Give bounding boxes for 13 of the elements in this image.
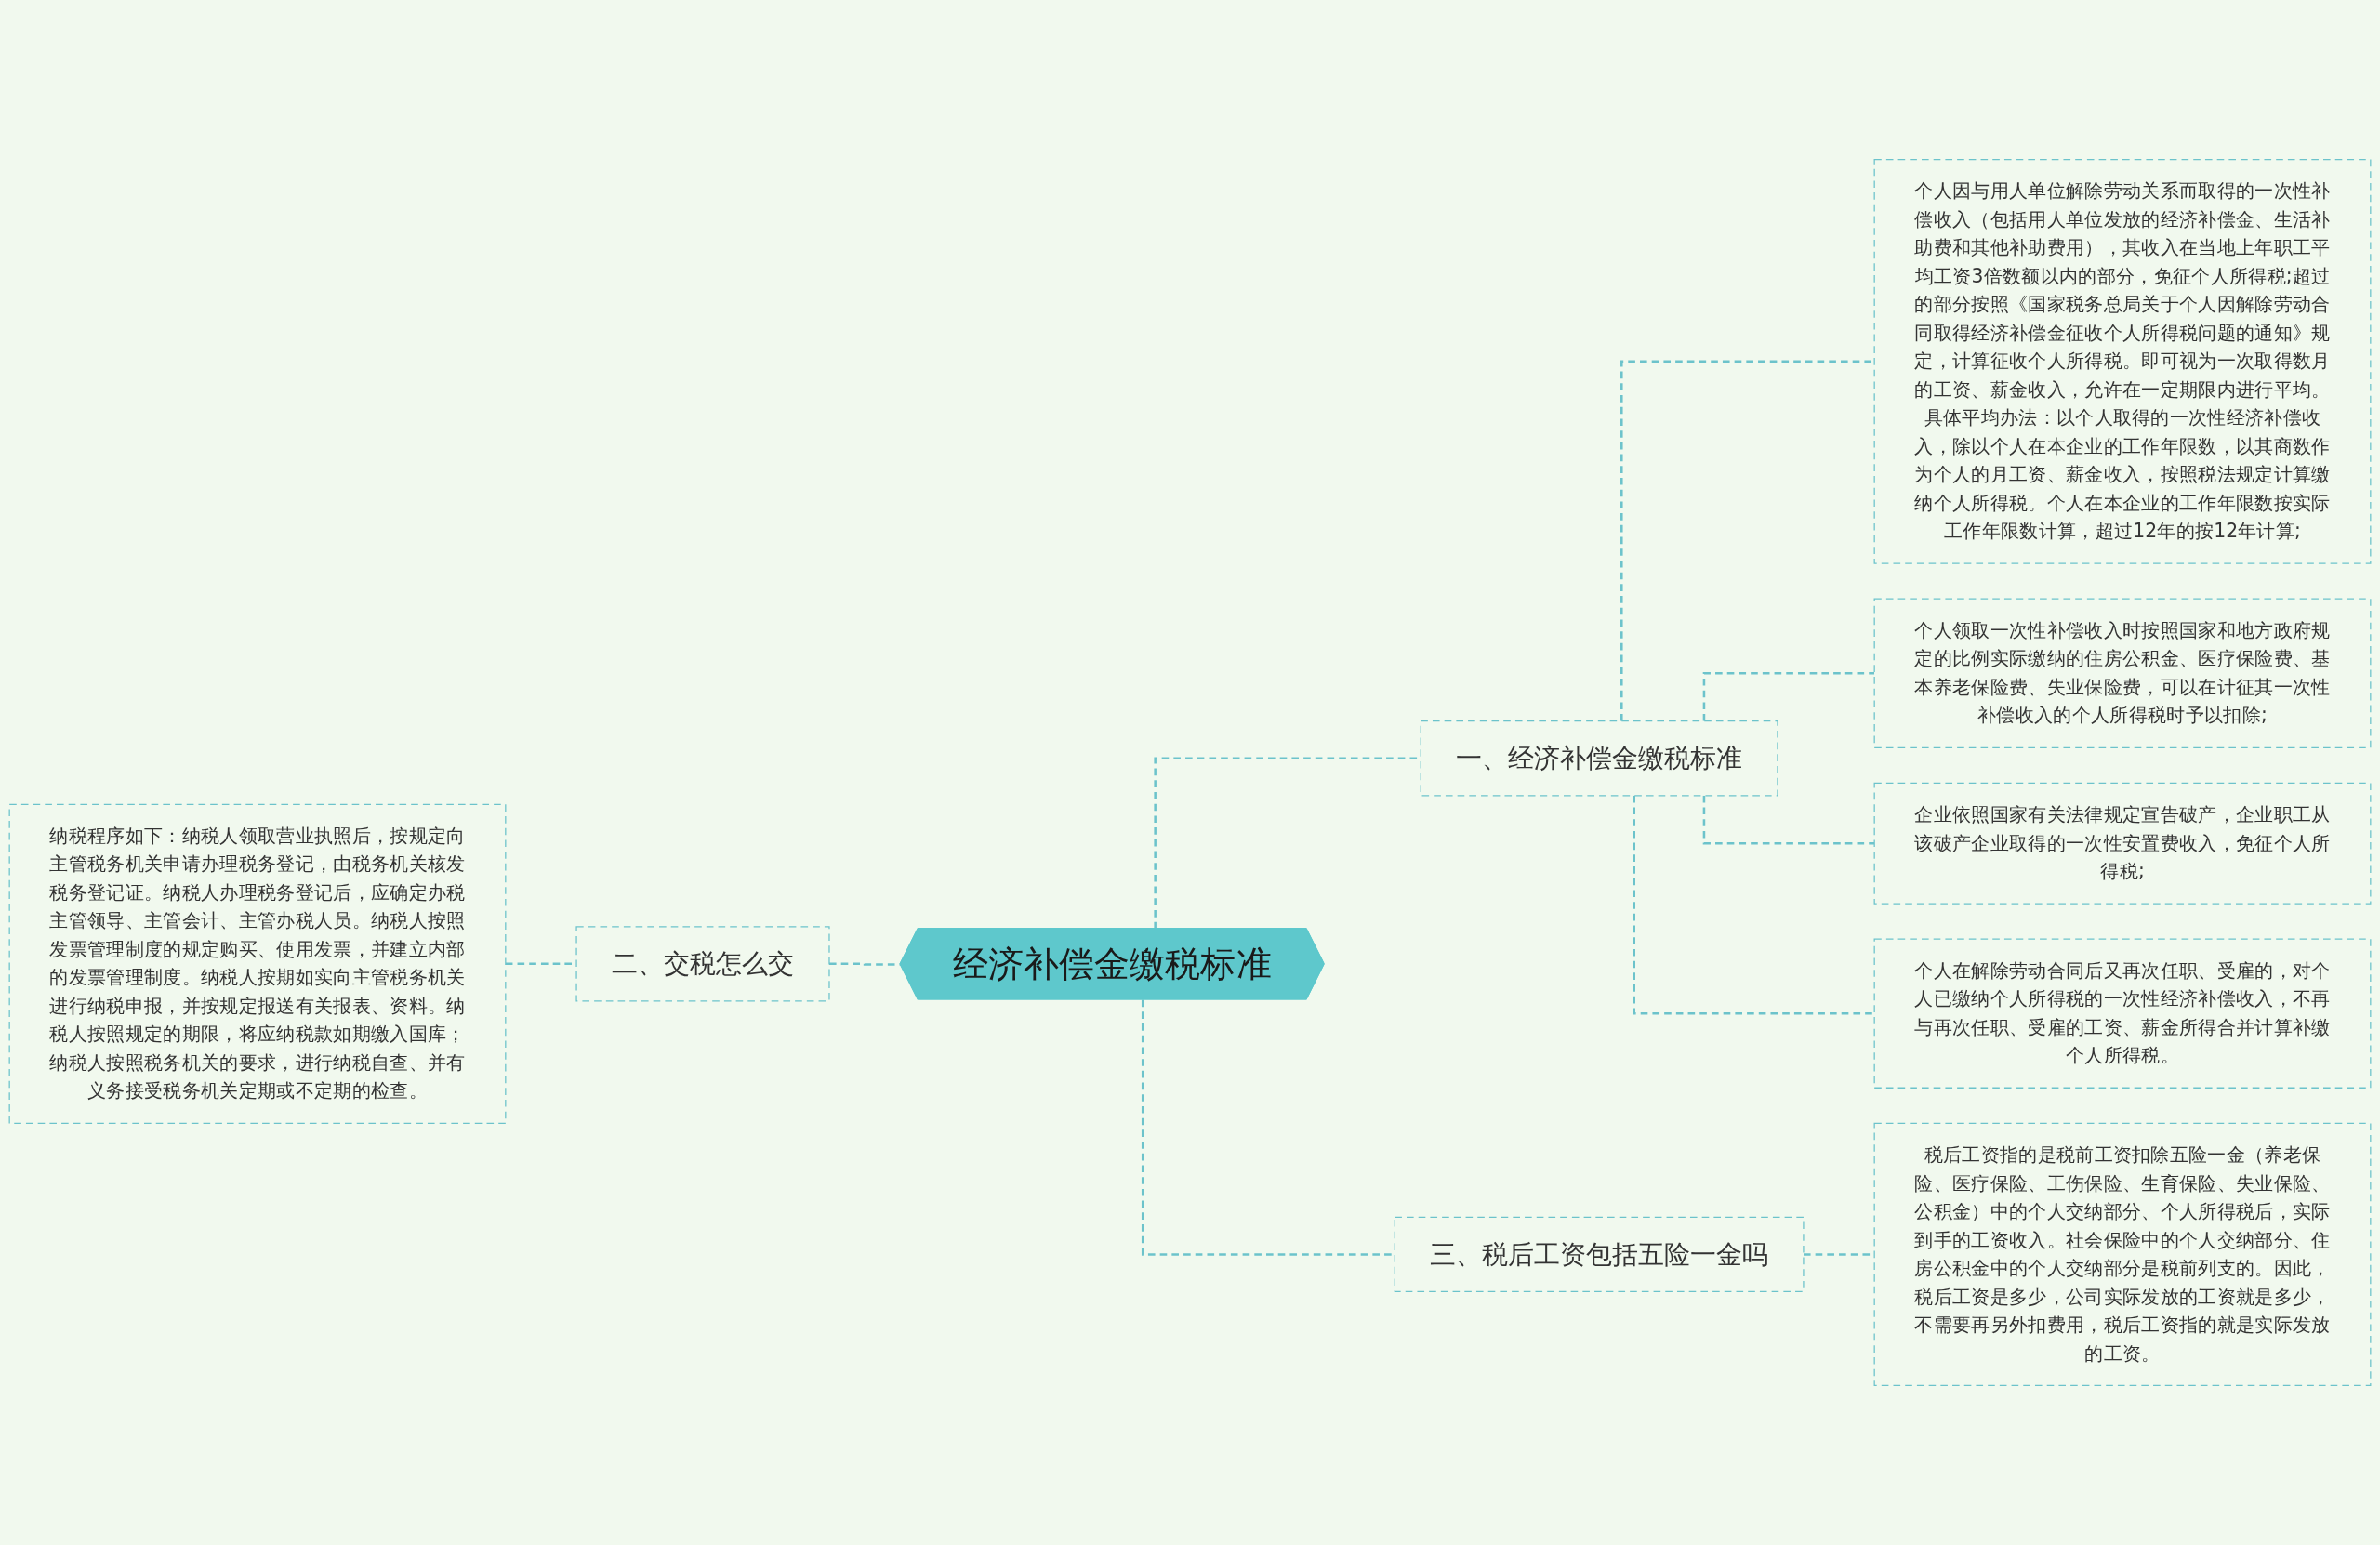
- connector: [1620, 360, 1875, 721]
- node-box: 一、经济补偿金缴税标准: [1420, 720, 1778, 797]
- connector: [1702, 672, 1875, 721]
- node-box: 二、交税怎么交: [575, 926, 830, 1002]
- node-box: 个人在解除劳动合同后又再次任职、受雇的，对个人已缴纳个人所得税的一次性经济补偿收入，不再与再次任职、受雇的工资、薪金所得合并计算补缴个人所得税。: [1873, 938, 2372, 1089]
- node-box: 三、税后工资包括五险一金吗: [1394, 1216, 1805, 1293]
- connector: [1633, 795, 1875, 1015]
- node-box: 企业依照国家有关法律规定宣告破产，企业职工从该破产企业取得的一次性安置费收入，免征个人所得税;: [1873, 782, 2372, 905]
- node-box: 个人领取一次性补偿收入时按照国家和地方政府规定的比例实际缴纳的住房公积金、医疗保险费、基本养老保险费、失业保险费，可以在计征其一次性补偿收入的个人所得税时予以扣除;: [1873, 598, 2372, 748]
- node-box: 纳税程序如下：纳税人领取营业执照后，按规定向主管税务机关申请办理税务登记，由税务机关核发税务登记证。纳税人办理税务登记后，应确定办税主管领导、主管会计、主管办税人员。纳税人按照发票管理制度的规定购买、使用发票，并建立内部的发票管理制度。纳税人按期如实向主管税务机关进行纳税申报，并按规定报送有关报表、资料。纳税人按照规定的期限，将应纳税款如期缴入国库；纳税人按照税务机关的要求，进行纳税自查、并有义务接受税务机关定期或不定期的检查。: [8, 803, 507, 1124]
- node-box: 税后工资指的是税前工资扣除五险一金（养老保险、医疗保险、工伤保险、生育保险、失业保险、公积金）中的个人交纳部分、个人所得税后，实际到手的工资收入。社会保险中的个人交纳部分、住房公积金中的个人交纳部分是税前列支的。因此，税后工资是多少，公司实际发放的工资就是多少，不需要再另外扣费用，税后工资指的就是实际发放的工资。: [1873, 1122, 2372, 1387]
- node-box: 个人因与用人单位解除劳动关系而取得的一次性补偿收入（包括用人单位发放的经济补偿金、生活补助费和其他补助费用），其收入在当地上年职工平均工资3倍数额以内的部分，免征个人所得税;超过的部分按照《国家税务总局关于个人因解除劳动合同取得经济补偿金征收个人所得税问题的通知》规定，计算征收个人所得税。即可视为一次取得数月的工资、薪金收入，允许在一定期限内进行平均。具体平均办法：以个人取得的一次性经济补偿收入，除以个人在本企业的工作年限数，以其商数作为个人的月工资、薪金收入，按照税法规定计算缴纳个人所得税。个人在本企业的工作年限数按实际工作年限数计算，超过12年的按12年计算;: [1873, 158, 2372, 564]
- connector: [1702, 795, 1875, 845]
